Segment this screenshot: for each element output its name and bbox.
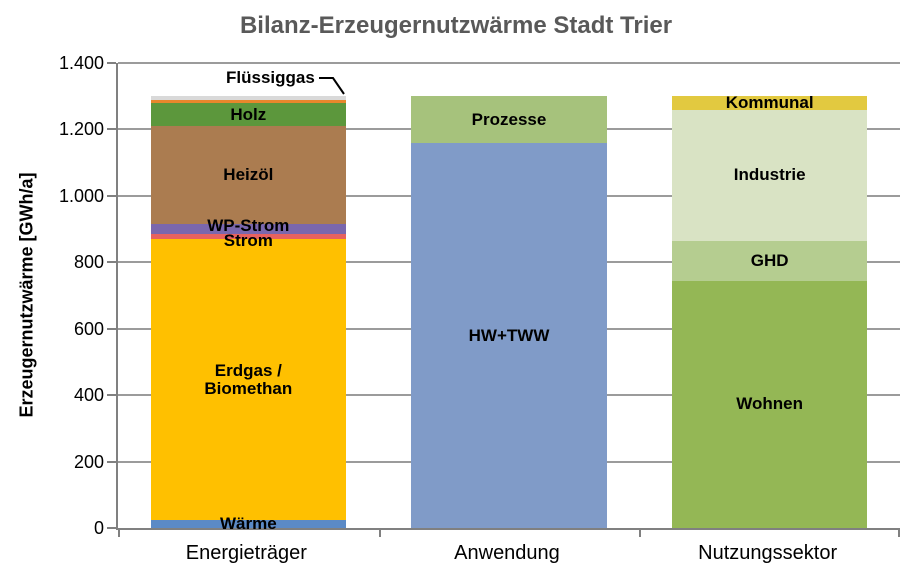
segment-label-wp-strom: WP-Strom xyxy=(207,216,290,236)
y-tick-label-1200: 1.200 xyxy=(58,119,104,140)
x-category-label-anwendung: Anwendung xyxy=(454,542,560,564)
x-tick-mark-1 xyxy=(378,530,381,537)
chart-title: Bilanz-Erzeugernutzwärme Stadt Trier xyxy=(239,12,673,39)
x-tick-mark-0 xyxy=(118,530,120,537)
y-tick-mark-1400 xyxy=(107,62,116,64)
fluessiggas-callout-label: Flüssiggas xyxy=(226,68,315,87)
bar-segment-wp-strom xyxy=(150,224,347,235)
y-tick-mark-800 xyxy=(107,261,116,264)
y-tick-label-800: 800 xyxy=(73,252,104,273)
x-tick-mark-2 xyxy=(639,530,642,537)
y-tick-mark-1200 xyxy=(107,128,116,131)
segment-label-holz: Holz xyxy=(230,104,267,124)
bar-segment-heizoel xyxy=(150,126,347,225)
x-tick-mark-3 xyxy=(898,530,900,537)
y-tick-label-200: 200 xyxy=(73,451,104,472)
segment-label-hw-tww: HW+TWW xyxy=(468,325,550,345)
segment-label-ghd: GHD xyxy=(750,250,789,270)
bar-segment-prozesse xyxy=(411,96,607,143)
bar-segment-industrie xyxy=(671,109,868,241)
bar-segment-unlabeled xyxy=(150,96,347,100)
y-tick-mark-1000 xyxy=(107,194,116,197)
y-tick-mark-600 xyxy=(107,327,116,330)
y-tick-mark-0 xyxy=(107,527,116,529)
segment-label-wohnen: Wohnen xyxy=(736,394,804,414)
y-tick-label-400: 400 xyxy=(73,385,104,406)
bar-segment-ghd xyxy=(671,240,868,281)
y-tick-label-1400: 1.400 xyxy=(58,53,104,73)
gridline-1400 xyxy=(118,62,900,64)
y-tick-mark-200 xyxy=(107,460,116,463)
segment-label-heizoel: Heizöl xyxy=(223,165,274,185)
bar-segment-fluessiggas xyxy=(150,99,347,103)
bar-segment-wohnen xyxy=(671,280,868,528)
x-category-label-energietraeger: Energieträger xyxy=(185,542,307,564)
segment-label-prozesse: Prozesse xyxy=(471,109,547,129)
bar-segment-erdgas-biomethan xyxy=(150,239,347,520)
segment-label-waerme: Wärme xyxy=(219,513,277,533)
y-tick-label-1000: 1.000 xyxy=(58,185,104,206)
bar-segment-hw-tww xyxy=(411,142,607,528)
y-axis-title: Erzeugernutzwärme [GWh/a] xyxy=(16,172,37,418)
bar-segment-kommunal xyxy=(671,96,868,110)
segment-label-industrie: Industrie xyxy=(733,165,806,185)
segment-label-kommunal: Kommunal xyxy=(725,92,814,112)
bar-segment-strom xyxy=(150,234,347,240)
segment-label-strom: Strom xyxy=(223,230,273,250)
bar-segment-holz xyxy=(150,102,347,127)
y-tick-label-600: 600 xyxy=(73,318,104,339)
segment-label-erdgas-biomethan: Erdgas / Biomethan xyxy=(204,360,293,398)
x-axis-label-row: Energieträger Anwendung Nutzungssektor xyxy=(116,542,898,568)
bar-column-nutzungssektor: Wohnen GHD Industrie Kommunal xyxy=(671,63,868,528)
y-tick-label-0: 0 xyxy=(93,518,104,538)
x-category-label-nutzungssektor: Nutzungssektor xyxy=(698,542,838,564)
bar-segment-waerme xyxy=(150,519,347,528)
bar-column-anwendung: HW+TWW Prozesse xyxy=(411,63,607,528)
y-tick-mark-400 xyxy=(107,394,116,397)
